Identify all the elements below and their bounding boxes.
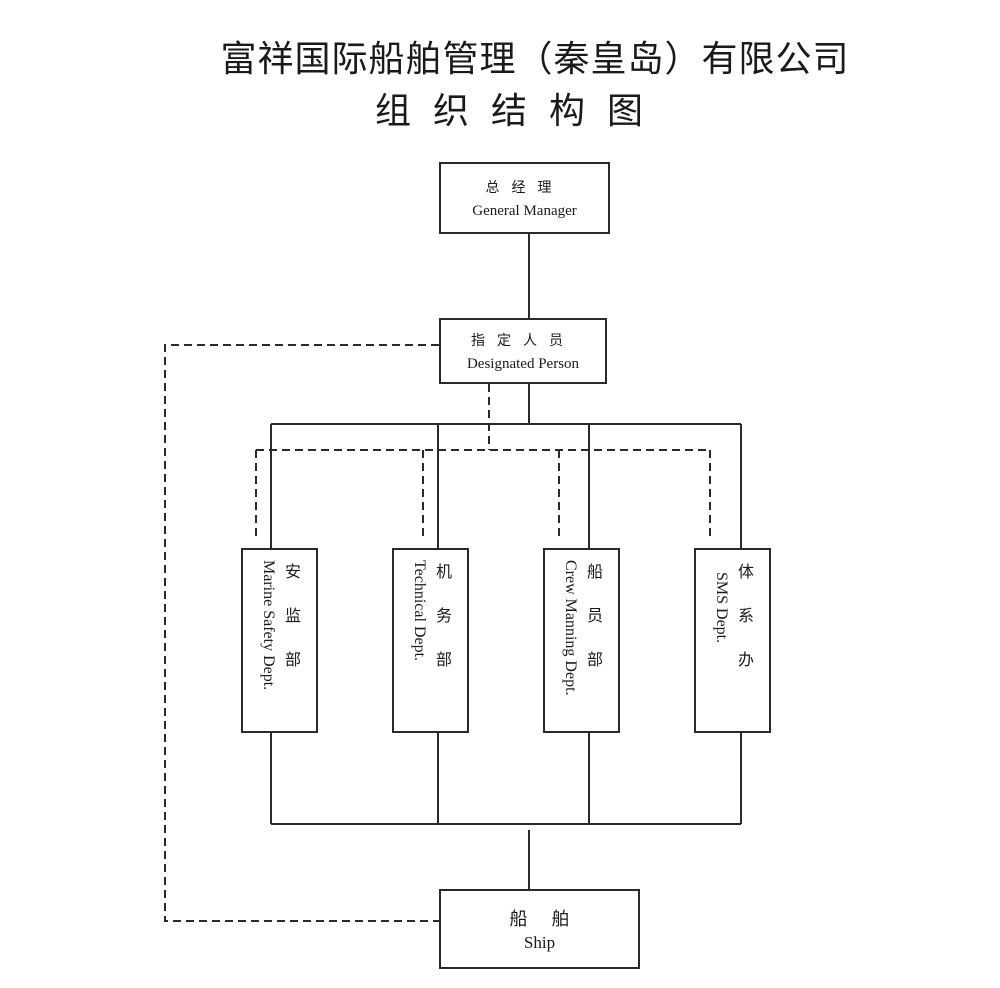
dept-zh-label: 体 系 办 xyxy=(738,558,754,690)
chart-subtitle: 组织结构图 xyxy=(374,91,665,132)
dept-crew-manning: Crew Manning Dept. 船 员 部 xyxy=(543,548,620,733)
dept-marine-safety: Marine Safety Dept. 安 监 部 xyxy=(241,548,318,733)
company-title: 富祥国际船舶管理（秦皇岛）有限公司 xyxy=(220,39,850,80)
designated-person-node: 指定人员 Designated Person xyxy=(439,318,607,384)
dept-zh-label: 船 员 部 xyxy=(587,558,603,690)
ship-zh: 船舶 xyxy=(509,909,594,930)
ship-en: Ship xyxy=(523,933,556,952)
dept-zh-char: 监 xyxy=(285,606,302,625)
dept-zh-label: 机 务 部 xyxy=(436,558,452,690)
dept-zh-char: 部 xyxy=(587,650,604,669)
dept-zh-char: 系 xyxy=(738,606,755,625)
dashed-dp-to-ship xyxy=(164,344,439,922)
general-manager-node: 总经理 General Manager xyxy=(439,162,610,234)
dept-zh-char: 部 xyxy=(436,650,453,669)
dept-zh-char: 机 xyxy=(436,562,453,581)
dept-zh-char: 安 xyxy=(285,562,302,581)
dept-zh-char: 部 xyxy=(285,650,302,669)
dept-en-label: Technical Dept. xyxy=(411,560,428,662)
dept-technical: Technical Dept. 机 务 部 xyxy=(392,548,469,733)
dept-en-label: Crew Manning Dept. xyxy=(562,560,579,696)
dept-zh-char: 船 xyxy=(587,562,604,581)
dept-zh-char: 员 xyxy=(587,606,604,625)
dept-en-label: SMS Dept. xyxy=(713,572,730,644)
dept-en-label: Marine Safety Dept. xyxy=(260,560,277,691)
general-manager-zh: 总经理 xyxy=(485,179,564,196)
dept-zh-char: 办 xyxy=(738,650,755,669)
dept-zh-char: 体 xyxy=(738,562,755,581)
ship-node: 船舶 Ship xyxy=(439,889,640,969)
dept-sms: SMS Dept. 体 系 办 xyxy=(694,548,771,733)
dept-zh-char: 务 xyxy=(436,606,453,625)
designated-person-zh: 指定人员 xyxy=(471,332,575,349)
general-manager-en: General Manager xyxy=(472,202,577,219)
designated-person-en: Designated Person xyxy=(466,355,580,372)
dept-zh-label: 安 监 部 xyxy=(285,558,301,690)
